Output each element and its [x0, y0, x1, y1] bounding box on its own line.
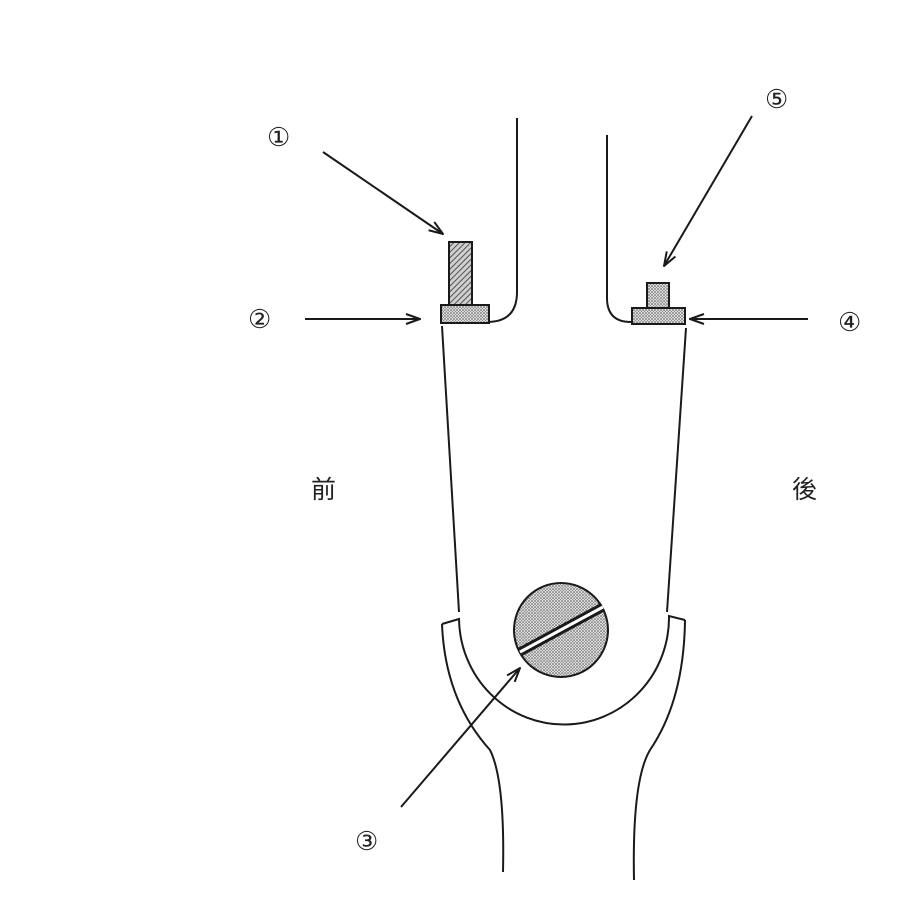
arrow-callout-3 — [400, 668, 520, 808]
slotted-screw-icon — [513, 582, 609, 678]
upper-left-member — [486, 118, 518, 323]
pivot-cup — [441, 614, 686, 881]
callout-4: ④ — [838, 308, 861, 338]
rear-label: 後 — [792, 475, 817, 504]
callout-2: ② — [248, 305, 271, 335]
callout-1: ① — [267, 123, 290, 153]
upper-right-member — [606, 135, 632, 323]
lever-arm — [441, 325, 687, 613]
arrow-callout-5 — [664, 115, 753, 266]
hex-bolt-icon — [440, 241, 490, 324]
short-bolt-icon — [631, 282, 686, 325]
front-label: 前 — [311, 475, 336, 504]
callout-5: ⑤ — [765, 85, 788, 115]
arrow-callout-1 — [322, 151, 443, 234]
callout-3: ③ — [355, 827, 378, 857]
